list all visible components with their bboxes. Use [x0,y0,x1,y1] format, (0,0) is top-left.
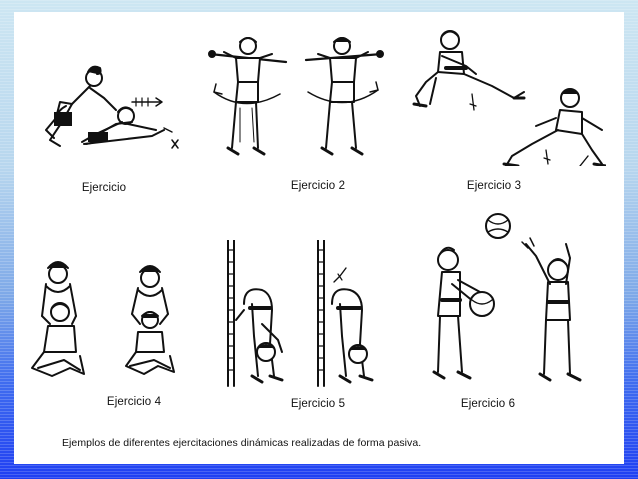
exercise-3-label: Ejercicio 3 [466,180,522,192]
exercise-5-illustration [222,240,382,390]
exercise-2-illustration [200,30,390,160]
figure-footnote: Ejemplos de diferentes ejercitaciones di… [62,437,422,449]
exercise-1-illustration [32,60,182,160]
exercise-2-label: Ejercicio 2 [290,180,346,192]
exercise-6-label: Ejercicio 6 [460,398,516,410]
illustration-sheet: Ejercicio [14,12,624,464]
exercise-3-illustration [406,26,606,166]
exercise-1-label: Ejercicio [81,182,127,194]
exercise-5-label: Ejercicio 5 [290,398,346,410]
exercise-4-label: Ejercicio 4 [106,396,162,408]
exercise-4-illustration [24,252,194,392]
exercise-6-illustration [418,208,598,392]
